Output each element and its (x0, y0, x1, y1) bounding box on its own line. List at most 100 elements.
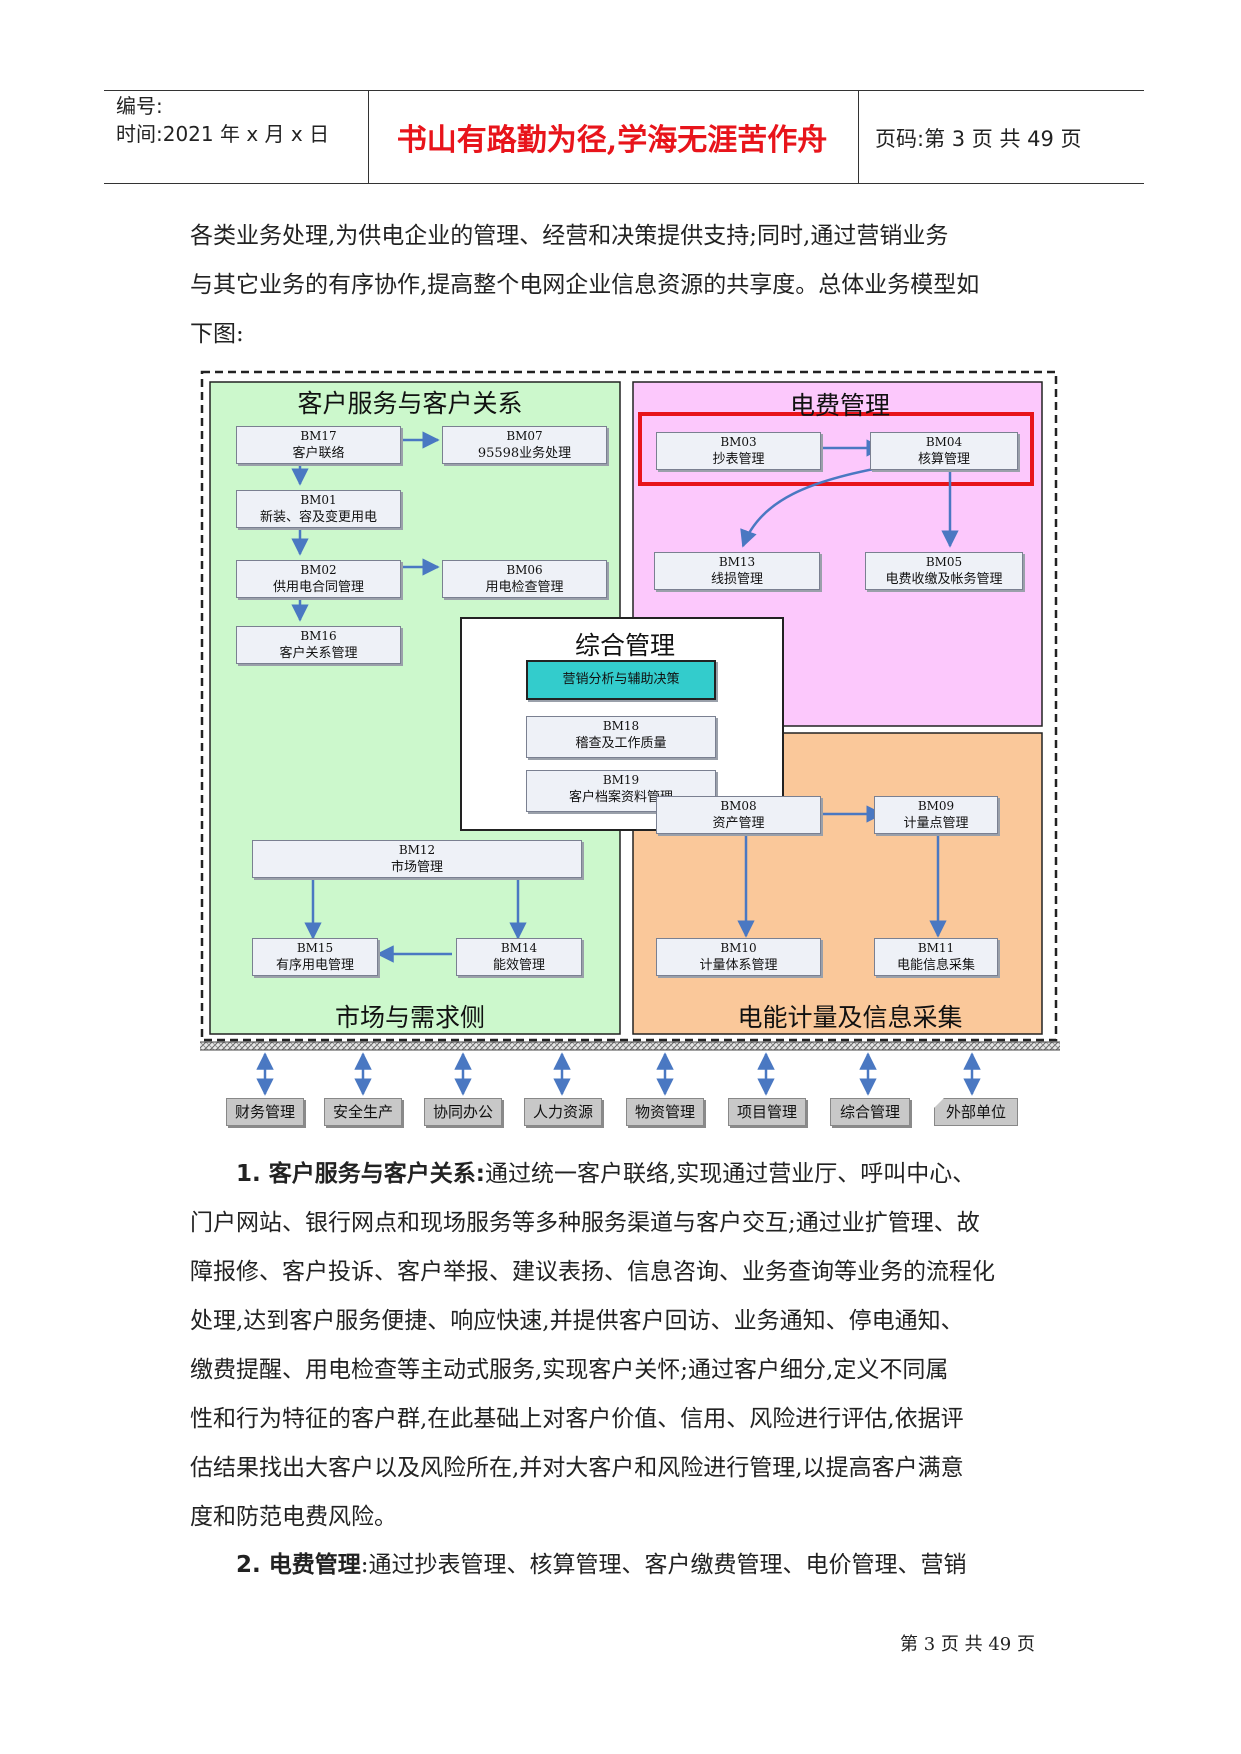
node-marketing-analysis: 营销分析与辅助决策 (526, 660, 716, 700)
node-code: BM06 (506, 563, 543, 577)
section-line: 障报修、客户投诉、客户举报、建议表扬、信息咨询、业务查询等业务的流程化 (190, 1259, 995, 1285)
region-title-integrated: 综合管理 (574, 631, 675, 660)
node-bm04: BM04 核算管理 (870, 432, 1018, 470)
header-top-rule (104, 90, 1144, 91)
node-label: 用电检查管理 (485, 580, 564, 595)
external-office: 协同办公 (424, 1098, 502, 1126)
node-label: 有序用电管理 (275, 958, 354, 973)
node-bm14: BM14 能效管理 (456, 938, 582, 976)
header-bottom-rule (104, 183, 1144, 184)
section-first-line: 2. 电费管理:通过抄表管理、核算管理、客户缴费管理、电价管理、营销 (190, 1541, 1070, 1590)
node-bm03: BM03 抄表管理 (656, 432, 821, 470)
node-label: 核算管理 (917, 452, 970, 467)
business-model-diagram: 客户服务与客户关系 电费管理 综合管理 市场与需求侧 电能计量及信息采集 BM1… (200, 370, 1060, 1122)
external-finance: 财务管理 (226, 1098, 304, 1126)
page-footer: 第 3 页 共 49 页 (900, 1634, 1035, 1655)
section-text: :通过抄表管理、核算管理、客户缴费管理、电价管理、营销 (360, 1552, 967, 1578)
node-label: 电能信息采集 (896, 958, 975, 973)
node-code: BM02 (300, 563, 337, 577)
node-label: 新装、容及变更用电 (259, 510, 377, 525)
node-label: 稽查及工作质量 (575, 736, 667, 751)
header-motto: 书山有路勤为径,学海无涯苦作舟 (396, 123, 828, 158)
node-label: 抄表管理 (712, 452, 765, 467)
section-line: 处理,达到客户服务便捷、响应快速,并提供客户回访、业务通知、停电通知、 (190, 1308, 964, 1334)
node-code: BM08 (720, 799, 757, 813)
node-bm05: BM05 电费收缴及帐务管理 (865, 552, 1023, 590)
node-code: BM15 (296, 941, 334, 955)
node-bm15: BM15 有序用电管理 (252, 938, 378, 976)
node-label: 资产管理 (712, 816, 765, 831)
section-first-line: 1. 客户服务与客户关系:通过统一客户联络,实现通过营业厅、呼叫中心、 (190, 1150, 1070, 1199)
node-label: 营销分析与辅助决策 (562, 672, 680, 687)
section-customer-service: 1. 客户服务与客户关系:通过统一客户联络,实现通过营业厅、呼叫中心、 门户网站… (190, 1150, 1070, 1542)
node-code: BM01 (300, 493, 337, 507)
node-bm11: BM11 电能信息采集 (874, 938, 998, 976)
header-page-number: 页码:第 3 页 共 49 页 (875, 127, 1082, 151)
section-heading: 1. 客户服务与客户关系: (236, 1161, 485, 1187)
node-label: 市场管理 (390, 860, 443, 875)
document-number: 编号: (116, 94, 163, 118)
header-info: 编号: 时间:2021 年 x 月 x 日 (116, 92, 329, 148)
node-bm07: BM07 95598业务处理 (442, 426, 607, 464)
node-code: BM11 (917, 941, 955, 955)
node-bm18: BM18 稽查及工作质量 (526, 716, 716, 758)
node-bm10: BM10 计量体系管理 (656, 938, 821, 976)
header-divider-right (858, 90, 859, 183)
node-bm08: BM08 资产管理 (656, 796, 821, 834)
intro-paragraph: 各类业务处理,为供电企业的管理、经营和决策提供支持;同时,通过营销业务 与其它业… (190, 212, 1070, 359)
node-label: 客户联络 (292, 446, 345, 461)
external-safety: 安全生产 (324, 1098, 402, 1126)
node-label: 电费收缴及帐务管理 (885, 572, 1003, 587)
node-label: 能效管理 (492, 958, 545, 973)
node-code: BM18 (602, 719, 640, 733)
node-code: BM13 (718, 555, 756, 569)
node-code: BM10 (720, 941, 757, 955)
intro-line: 与其它业务的有序协作,提高整个电网企业信息资源的共享度。总体业务模型如 (190, 272, 980, 298)
external-projects: 项目管理 (728, 1098, 806, 1126)
region-title-billing: 电费管理 (789, 391, 890, 420)
node-code: BM09 (917, 799, 955, 813)
node-label: 供用电合同管理 (272, 580, 364, 595)
section-heading: 2. 电费管理 (236, 1552, 361, 1578)
node-label: 客户档案资料管理 (568, 790, 673, 805)
node-bm16: BM16 客户关系管理 (236, 626, 401, 664)
region-title-customer: 客户服务与客户关系 (297, 389, 523, 418)
node-code: BM16 (300, 629, 337, 643)
node-code: BM19 (602, 773, 640, 787)
node-label: 计量点管理 (903, 816, 969, 831)
section-line: 度和防范电费风险。 (190, 1504, 397, 1530)
section-line: 估结果找出大客户以及风险所在,并对大客户和风险进行管理,以提高客户满意 (190, 1455, 964, 1481)
node-bm09: BM09 计量点管理 (874, 796, 998, 834)
node-bm12: BM12 市场管理 (252, 840, 582, 878)
node-code: BM03 (720, 435, 757, 449)
node-code: BM05 (925, 555, 963, 569)
node-bm06: BM06 用电检查管理 (442, 560, 607, 598)
node-bm02: BM02 供用电合同管理 (236, 560, 401, 598)
document-time: 时间:2021 年 x 月 x 日 (116, 122, 330, 146)
section-billing: 2. 电费管理:通过抄表管理、核算管理、客户缴费管理、电价管理、营销 (190, 1541, 1070, 1590)
section-line: 门户网站、银行网点和现场服务等多种服务渠道与客户交互;通过业扩管理、故 (190, 1210, 980, 1236)
header-divider-left (368, 90, 369, 183)
node-bm17: BM17 客户联络 (236, 426, 401, 464)
region-title-market: 市场与需求侧 (334, 1003, 485, 1032)
section-text: 通过统一客户联络,实现通过营业厅、呼叫中心、 (484, 1161, 976, 1187)
node-label: 线损管理 (710, 572, 763, 587)
node-label: 计量体系管理 (699, 958, 778, 973)
node-label: 95598业务处理 (477, 446, 572, 461)
node-code: BM07 (506, 429, 543, 443)
external-materials: 物资管理 (626, 1098, 704, 1126)
external-hr: 人力资源 (524, 1098, 602, 1126)
node-label: 客户关系管理 (279, 646, 358, 661)
region-title-metering: 电能计量及信息采集 (737, 1003, 963, 1032)
section-line: 缴费提醒、用电检查等主动式服务,实现客户关怀;通过客户细分,定义不同属 (190, 1357, 949, 1383)
external-units: 外部单位 (934, 1098, 1018, 1126)
node-code: BM12 (398, 843, 436, 857)
intro-line: 下图: (190, 321, 244, 347)
node-code: BM04 (925, 435, 963, 449)
node-code: BM17 (300, 429, 337, 443)
intro-line: 各类业务处理,为供电企业的管理、经营和决策提供支持;同时,通过营销业务 (190, 223, 949, 249)
node-bm01: BM01 新装、容及变更用电 (236, 490, 401, 528)
node-code: BM14 (500, 941, 538, 955)
node-bm13: BM13 线损管理 (654, 552, 820, 590)
section-line: 性和行为特征的客户群,在此基础上对客户价值、信用、风险进行评估,依据评 (190, 1406, 964, 1432)
